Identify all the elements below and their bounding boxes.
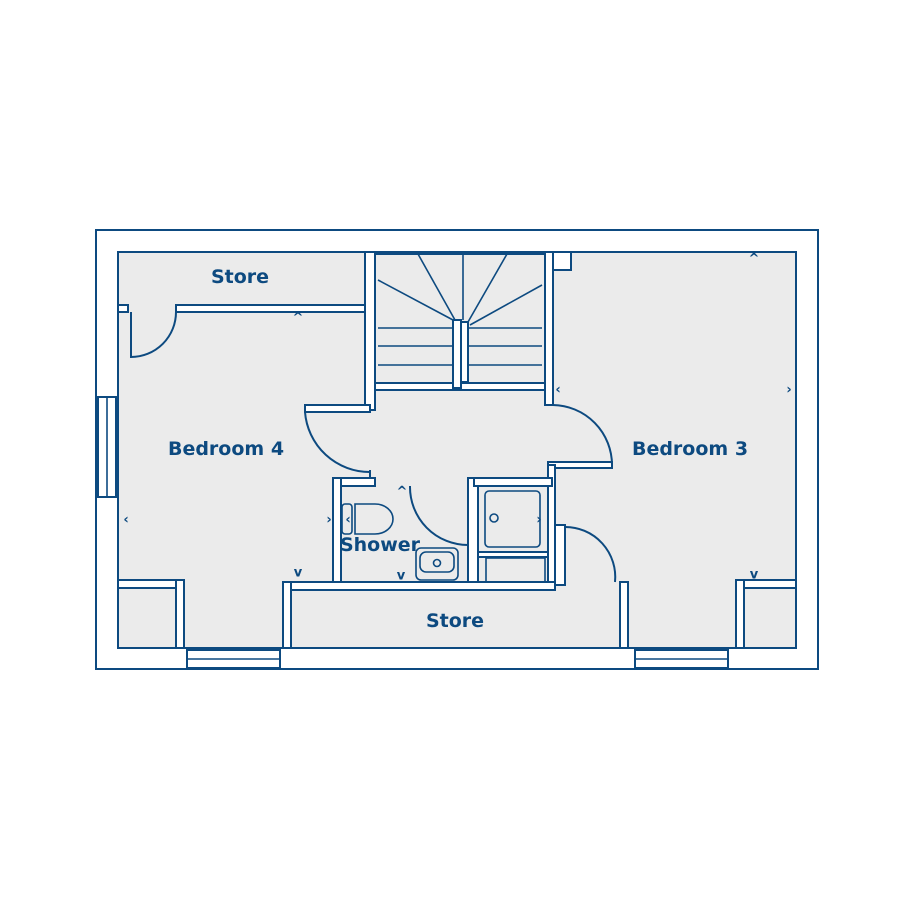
room-label-bedroom-3: Bedroom 3 (631, 438, 749, 460)
chevron-left-icon: ‹ (123, 512, 129, 528)
chevron-up-icon: ^ (292, 310, 304, 326)
chevron-down-icon: v (293, 565, 303, 581)
basin (415, 547, 459, 581)
staircase (374, 253, 546, 391)
chevron-right-icon: › (536, 512, 542, 528)
window-left (97, 396, 117, 498)
room-label-shower: Shower (339, 534, 421, 556)
chevron-left-icon: ‹ (555, 382, 561, 398)
shower-tray (484, 490, 546, 583)
room-label-bedroom-4: Bedroom 4 (167, 438, 285, 460)
chevron-left-icon: ‹ (345, 512, 351, 528)
window-bottom-right (634, 649, 729, 669)
chevron-right-icon: › (786, 382, 792, 398)
chevron-down-icon: v (396, 568, 406, 584)
window-bottom-left (186, 649, 281, 669)
chevron-up-icon: ^ (748, 251, 760, 267)
room-label-store-top: Store (210, 266, 270, 288)
doors (130, 311, 617, 583)
toilet (341, 503, 394, 535)
chevron-down-icon: v (749, 567, 759, 583)
room-label-store-bottom: Store (425, 610, 485, 632)
interior-walls (117, 251, 797, 649)
chevron-right-icon: › (326, 512, 332, 528)
chevron-up-icon: ^ (396, 484, 408, 500)
